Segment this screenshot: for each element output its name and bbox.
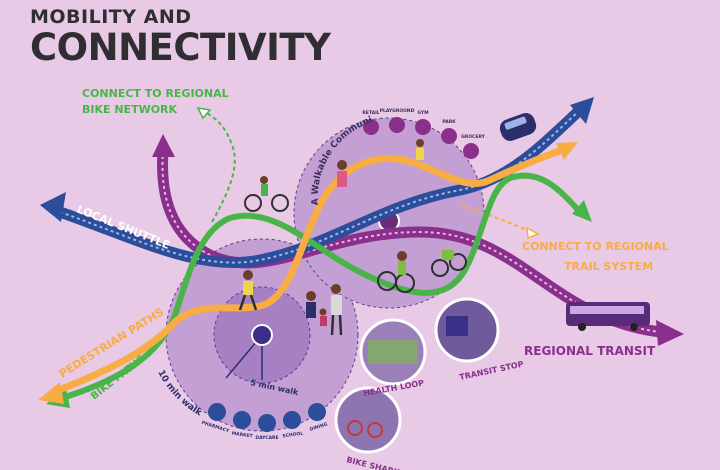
- trail-connector: [461, 204, 533, 233]
- amenity-park: PARK: [442, 119, 456, 125]
- amenity-grocery: GROCERY: [461, 134, 486, 140]
- title-line-1: MOBILITY AND: [30, 6, 192, 28]
- pedestrian-path-route: [38, 142, 578, 404]
- transit-stop-photo: [434, 297, 500, 363]
- amenity-gym: GYM: [417, 110, 429, 116]
- bike-sharing-photo: [334, 386, 402, 454]
- title-line-2: CONNECTIVITY: [30, 26, 331, 69]
- regional-transit-route: [152, 134, 684, 346]
- trail-label-2: TRAIL SYSTEM: [564, 260, 654, 273]
- pedestrian-figures: [238, 139, 424, 336]
- bike-network-connector: [204, 111, 236, 223]
- regional-transit-label: REGIONAL TRANSIT: [524, 344, 656, 358]
- cyclist-figure-top: [244, 176, 289, 212]
- amenity-market: MARKET: [231, 431, 254, 440]
- walkable-community-label: A Walkable Community: [0, 0, 374, 205]
- bike-network-label-1: CONNECT TO REGIONAL: [82, 87, 229, 100]
- amenity-dining: DINING: [309, 421, 329, 432]
- local-shuttle-route: [40, 97, 594, 269]
- cyclist-figure-right: [377, 250, 467, 293]
- trail-label-1: CONNECT TO REGIONAL: [522, 240, 669, 253]
- transit-stop-label: TRANSIT STOP: [459, 360, 525, 382]
- bike-sharing-label: BIKE SHARING: [346, 455, 411, 470]
- amenity-playground: PLAYGROUND: [380, 108, 415, 114]
- shuttle-bus-icon: [499, 113, 537, 141]
- amenity-retail: RETAIL: [362, 110, 379, 116]
- amenity-daycare: DAYCARE: [255, 435, 278, 441]
- amenity-icons-top: [363, 117, 479, 159]
- health-loop-photo: [359, 318, 427, 386]
- bike-network-label-2: BIKE NETWORK: [82, 103, 178, 116]
- amenity-school: SCHOOL: [282, 431, 304, 440]
- transit-bus-icon: [566, 302, 650, 331]
- svg-text:A Walkable Community: A Walkable Community: [0, 0, 374, 205]
- amenity-icons-bottom: [208, 403, 326, 432]
- neighborhood-circle-left: [165, 238, 359, 432]
